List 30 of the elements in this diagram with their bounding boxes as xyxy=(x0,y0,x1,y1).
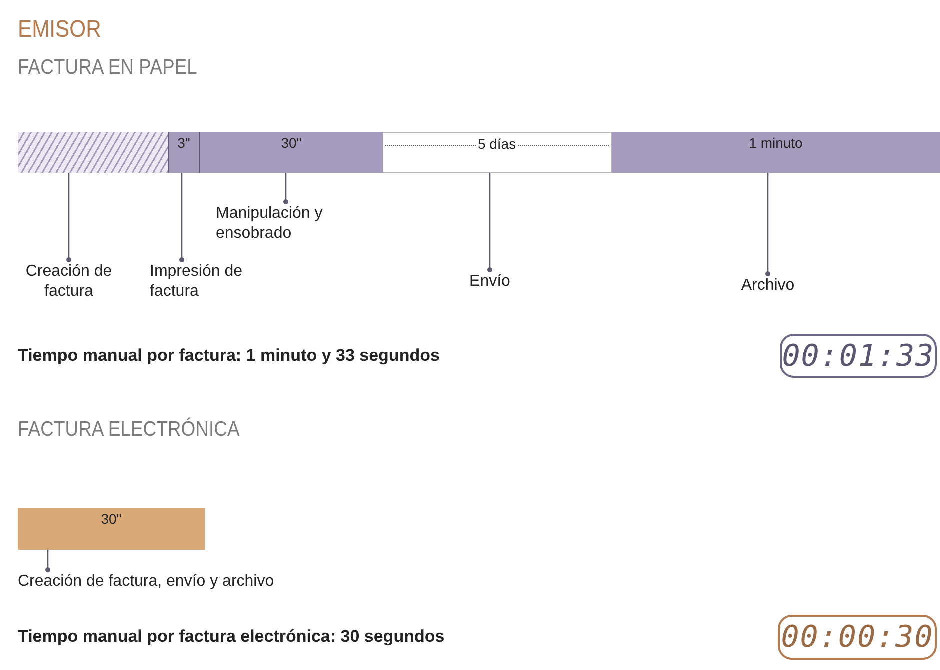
section-heading: FACTURA ELECTRÓNICA xyxy=(18,418,240,442)
leader-line xyxy=(46,550,50,572)
duration-label: 30" xyxy=(101,511,122,527)
leader-line xyxy=(766,173,770,276)
caption-label: Archivo xyxy=(728,276,808,296)
duration-label: 1 minuto xyxy=(749,135,803,151)
hatched-bar-segment xyxy=(18,132,168,173)
time-segment xyxy=(18,508,205,550)
time-segment xyxy=(612,132,940,173)
caption-label: Impresión de factura xyxy=(150,262,260,302)
leader-line xyxy=(180,173,184,262)
time-segment xyxy=(200,132,383,173)
duration-label: 5 días xyxy=(478,136,516,152)
timer-readout: 00:00:30 xyxy=(781,620,934,655)
caption-label: Creación de factura, envío y archivo xyxy=(18,572,378,592)
section-heading: FACTURA EN PAPEL xyxy=(18,56,198,80)
duration-label: 3" xyxy=(178,135,190,151)
leader-line xyxy=(488,173,492,272)
title: EMISOR xyxy=(18,16,102,44)
summary-text: Tiempo manual por factura electrónica: 30 segundos xyxy=(18,627,445,647)
leader-line xyxy=(66,173,72,262)
duration-label: 30" xyxy=(281,135,302,151)
leader-line xyxy=(284,173,288,204)
timer-readout: 00:01:33 xyxy=(782,338,935,374)
caption-label: Envío xyxy=(450,272,530,292)
time-segment xyxy=(168,132,200,173)
summary-text: Tiempo manual por factura: 1 minuto y 33 segundos xyxy=(18,346,440,366)
caption-label: Manipulación y ensobrado xyxy=(216,204,356,244)
time-segment xyxy=(383,132,612,173)
caption-label: Creación de factura xyxy=(14,262,124,302)
